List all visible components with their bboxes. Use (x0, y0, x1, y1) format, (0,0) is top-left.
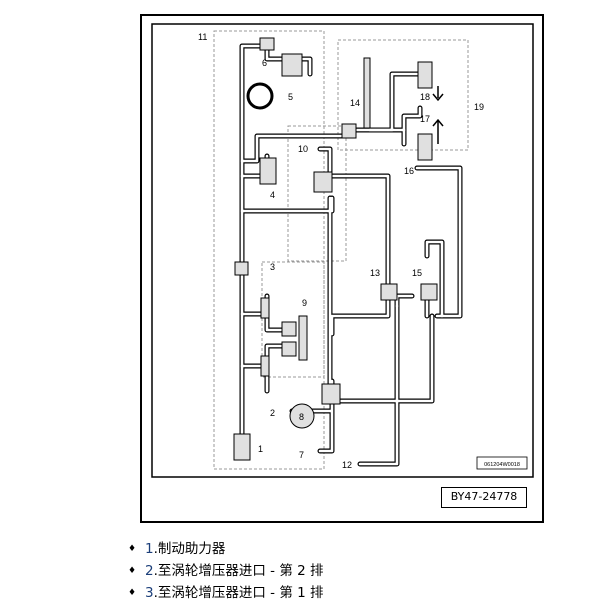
legend-number: 2 (145, 563, 154, 579)
label-6: 6 (262, 58, 267, 68)
group-9-outline (261, 261, 325, 378)
component-5-ring (246, 82, 274, 110)
legend-text: .制动助力器 (153, 541, 226, 557)
valve-6-body (281, 53, 303, 77)
legend-number: 3 (145, 585, 154, 601)
label-16: 16 (404, 166, 414, 176)
connector-14 (341, 123, 357, 139)
label-12: 12 (342, 460, 352, 470)
label-18: 18 (420, 92, 430, 102)
brake-booster-1 (233, 433, 251, 461)
valve-9-block (298, 315, 308, 361)
diagram-figure: 11 6 5 4 3 9 2 1 8 7 10 12 13 15 14 16 1… (140, 14, 544, 523)
figure-reference: BY47-24778 (441, 487, 527, 508)
valve-18 (417, 61, 433, 89)
arrow-18 (432, 86, 444, 102)
tee-3 (260, 297, 270, 319)
label-4: 4 (270, 190, 275, 200)
valve-9a (281, 321, 297, 337)
hose-18-branch (367, 71, 423, 133)
group-center-outline (287, 125, 347, 262)
image-code: 061204W0018 (484, 462, 520, 468)
label-14: 14 (350, 98, 360, 108)
diagram-frame (151, 23, 534, 478)
valve-9b (281, 341, 297, 357)
bullet-icon: ♦ (128, 566, 137, 576)
valve-15 (420, 283, 438, 301)
arrow-17 (432, 118, 444, 144)
label-15: 15 (412, 268, 422, 278)
tee-10 (313, 171, 333, 193)
label-1: 1 (258, 444, 263, 454)
legend-text: .至涡轮增压器进口 - 第 2 排 (153, 563, 324, 579)
tee-2 (260, 355, 270, 377)
hose-13-right (329, 283, 415, 337)
label-9: 9 (302, 298, 307, 308)
valve-13 (380, 283, 398, 301)
label-8: 8 (299, 412, 304, 422)
component-4 (259, 157, 277, 185)
label-19: 19 (474, 102, 484, 112)
bullet-icon: ♦ (128, 544, 137, 554)
legend-item: ♦ 1.制动助力器 (128, 538, 324, 560)
hose-15 (424, 239, 445, 319)
connector-left (234, 261, 249, 276)
vacuum-hose-diagram: 11 6 5 4 3 9 2 1 8 7 10 12 13 15 14 16 1… (151, 23, 534, 478)
pipe-14 (363, 57, 371, 129)
legend-number: 1 (145, 541, 154, 557)
tee-8 (321, 383, 341, 405)
hose-left-cross (239, 195, 335, 214)
label-7: 7 (299, 450, 304, 460)
legend-text: .至涡轮增压器进口 - 第 1 排 (153, 585, 324, 601)
hose-bottom-right (329, 313, 435, 404)
legend-item: ♦ 3.至涡轮增压器进口 - 第 1 排 (128, 582, 324, 604)
legend-item: ♦ 2.至涡轮增压器进口 - 第 2 排 (128, 560, 324, 582)
group-19-outline (337, 39, 469, 151)
label-3: 3 (270, 262, 275, 272)
group-11-outline (213, 30, 325, 470)
brake-vacuum-reservoir-8 (289, 403, 315, 429)
image-code-box (476, 456, 528, 470)
check-valve-6 (259, 37, 275, 51)
legend-list: ♦ 1.制动助力器 ♦ 2.至涡轮增压器进口 - 第 2 排 ♦ 3.至涡轮增压… (128, 538, 324, 604)
label-10: 10 (298, 144, 308, 154)
valve-17 (417, 133, 433, 161)
hose-12 (357, 303, 400, 467)
label-11: 11 (198, 32, 207, 42)
label-5: 5 (288, 92, 293, 102)
label-17: 17 (420, 114, 430, 124)
hose-17-branch (401, 105, 423, 133)
label-13: 13 (370, 268, 380, 278)
label-2: 2 (270, 408, 275, 418)
bullet-icon: ♦ (128, 588, 137, 598)
